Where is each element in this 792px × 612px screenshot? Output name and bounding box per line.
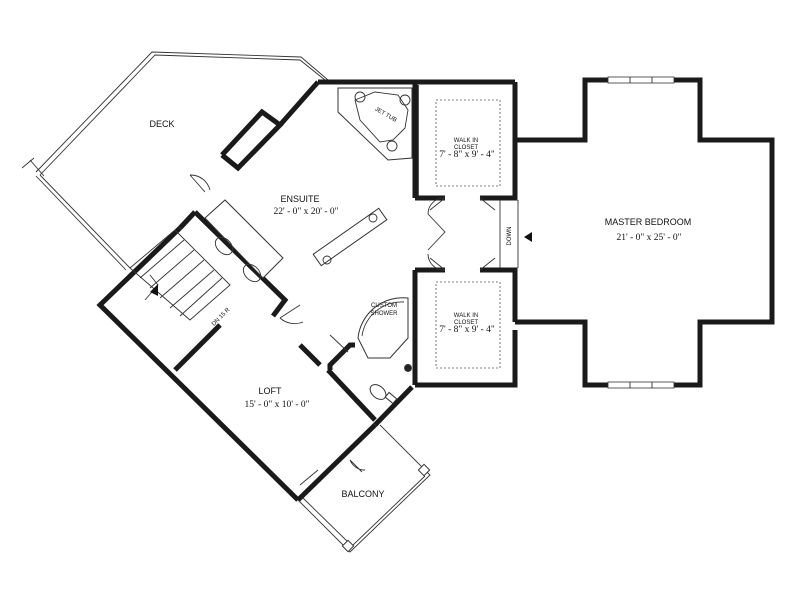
closet-bottom-dims: 7' - 8" x 9' - 4" <box>439 325 495 335</box>
loft-label: LOFT <box>258 386 282 396</box>
doors <box>189 174 532 486</box>
balcony-label: BALCONY <box>341 489 384 499</box>
center-vanity <box>312 207 388 267</box>
custom-shower: CUSTOM SHOWER <box>357 297 412 372</box>
master-bedroom-dims: 21' - 0" x 25' - 0" <box>616 233 681 243</box>
custom-shower-label-2: SHOWER <box>371 311 399 317</box>
closet-top-label-2: CLOSET <box>454 145 478 151</box>
closet-bottom-label-2: CLOSET <box>454 320 478 326</box>
closet-top-dims: 7' - 8" x 9' - 4" <box>439 150 495 160</box>
bedroom-windows <box>607 76 675 389</box>
closet-bottom-shelf <box>435 281 501 369</box>
closet-top-shelf <box>435 99 501 187</box>
deck-label: DECK <box>149 119 174 129</box>
deck <box>21 51 329 271</box>
interior-walls <box>173 85 518 422</box>
custom-shower-label-1: CUSTOM <box>371 303 397 309</box>
step-down-label: DOWN <box>507 227 513 246</box>
ensuite-dims: 22' - 0" x 20' - 0" <box>273 207 338 217</box>
closet-top-label-1: WALK IN <box>454 138 478 144</box>
balcony <box>297 424 431 553</box>
loft-dims: 15' - 0" x 10' - 0" <box>244 400 309 410</box>
ensuite-label: ENSUITE <box>280 194 319 204</box>
stairs: DN 15 R <box>129 229 232 328</box>
vanity <box>204 199 284 283</box>
jet-tub: JET TUB <box>337 87 413 161</box>
master-bedroom-label: MASTER BEDROOM <box>605 217 692 227</box>
stairs-label: DN 15 R <box>211 307 232 328</box>
toilet <box>369 384 398 405</box>
exterior-walls <box>96 77 775 502</box>
closet-bottom-label-1: WALK IN <box>454 313 478 319</box>
